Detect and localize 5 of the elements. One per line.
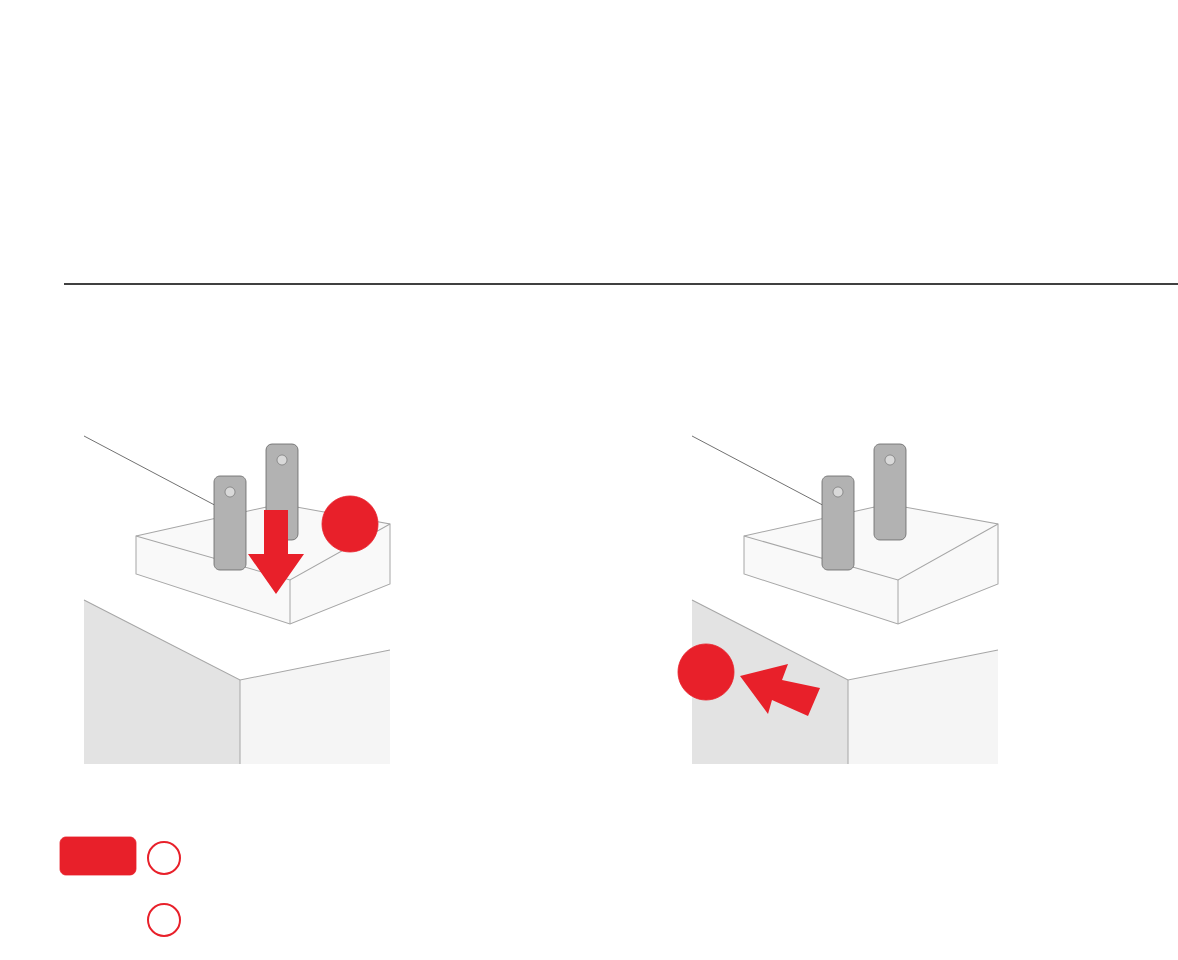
- empty-circle: [147, 841, 181, 875]
- callout-circle: [677, 643, 735, 701]
- callout-tab: [59, 836, 137, 876]
- empty-circle: [147, 903, 181, 937]
- callout-circle: [321, 495, 379, 553]
